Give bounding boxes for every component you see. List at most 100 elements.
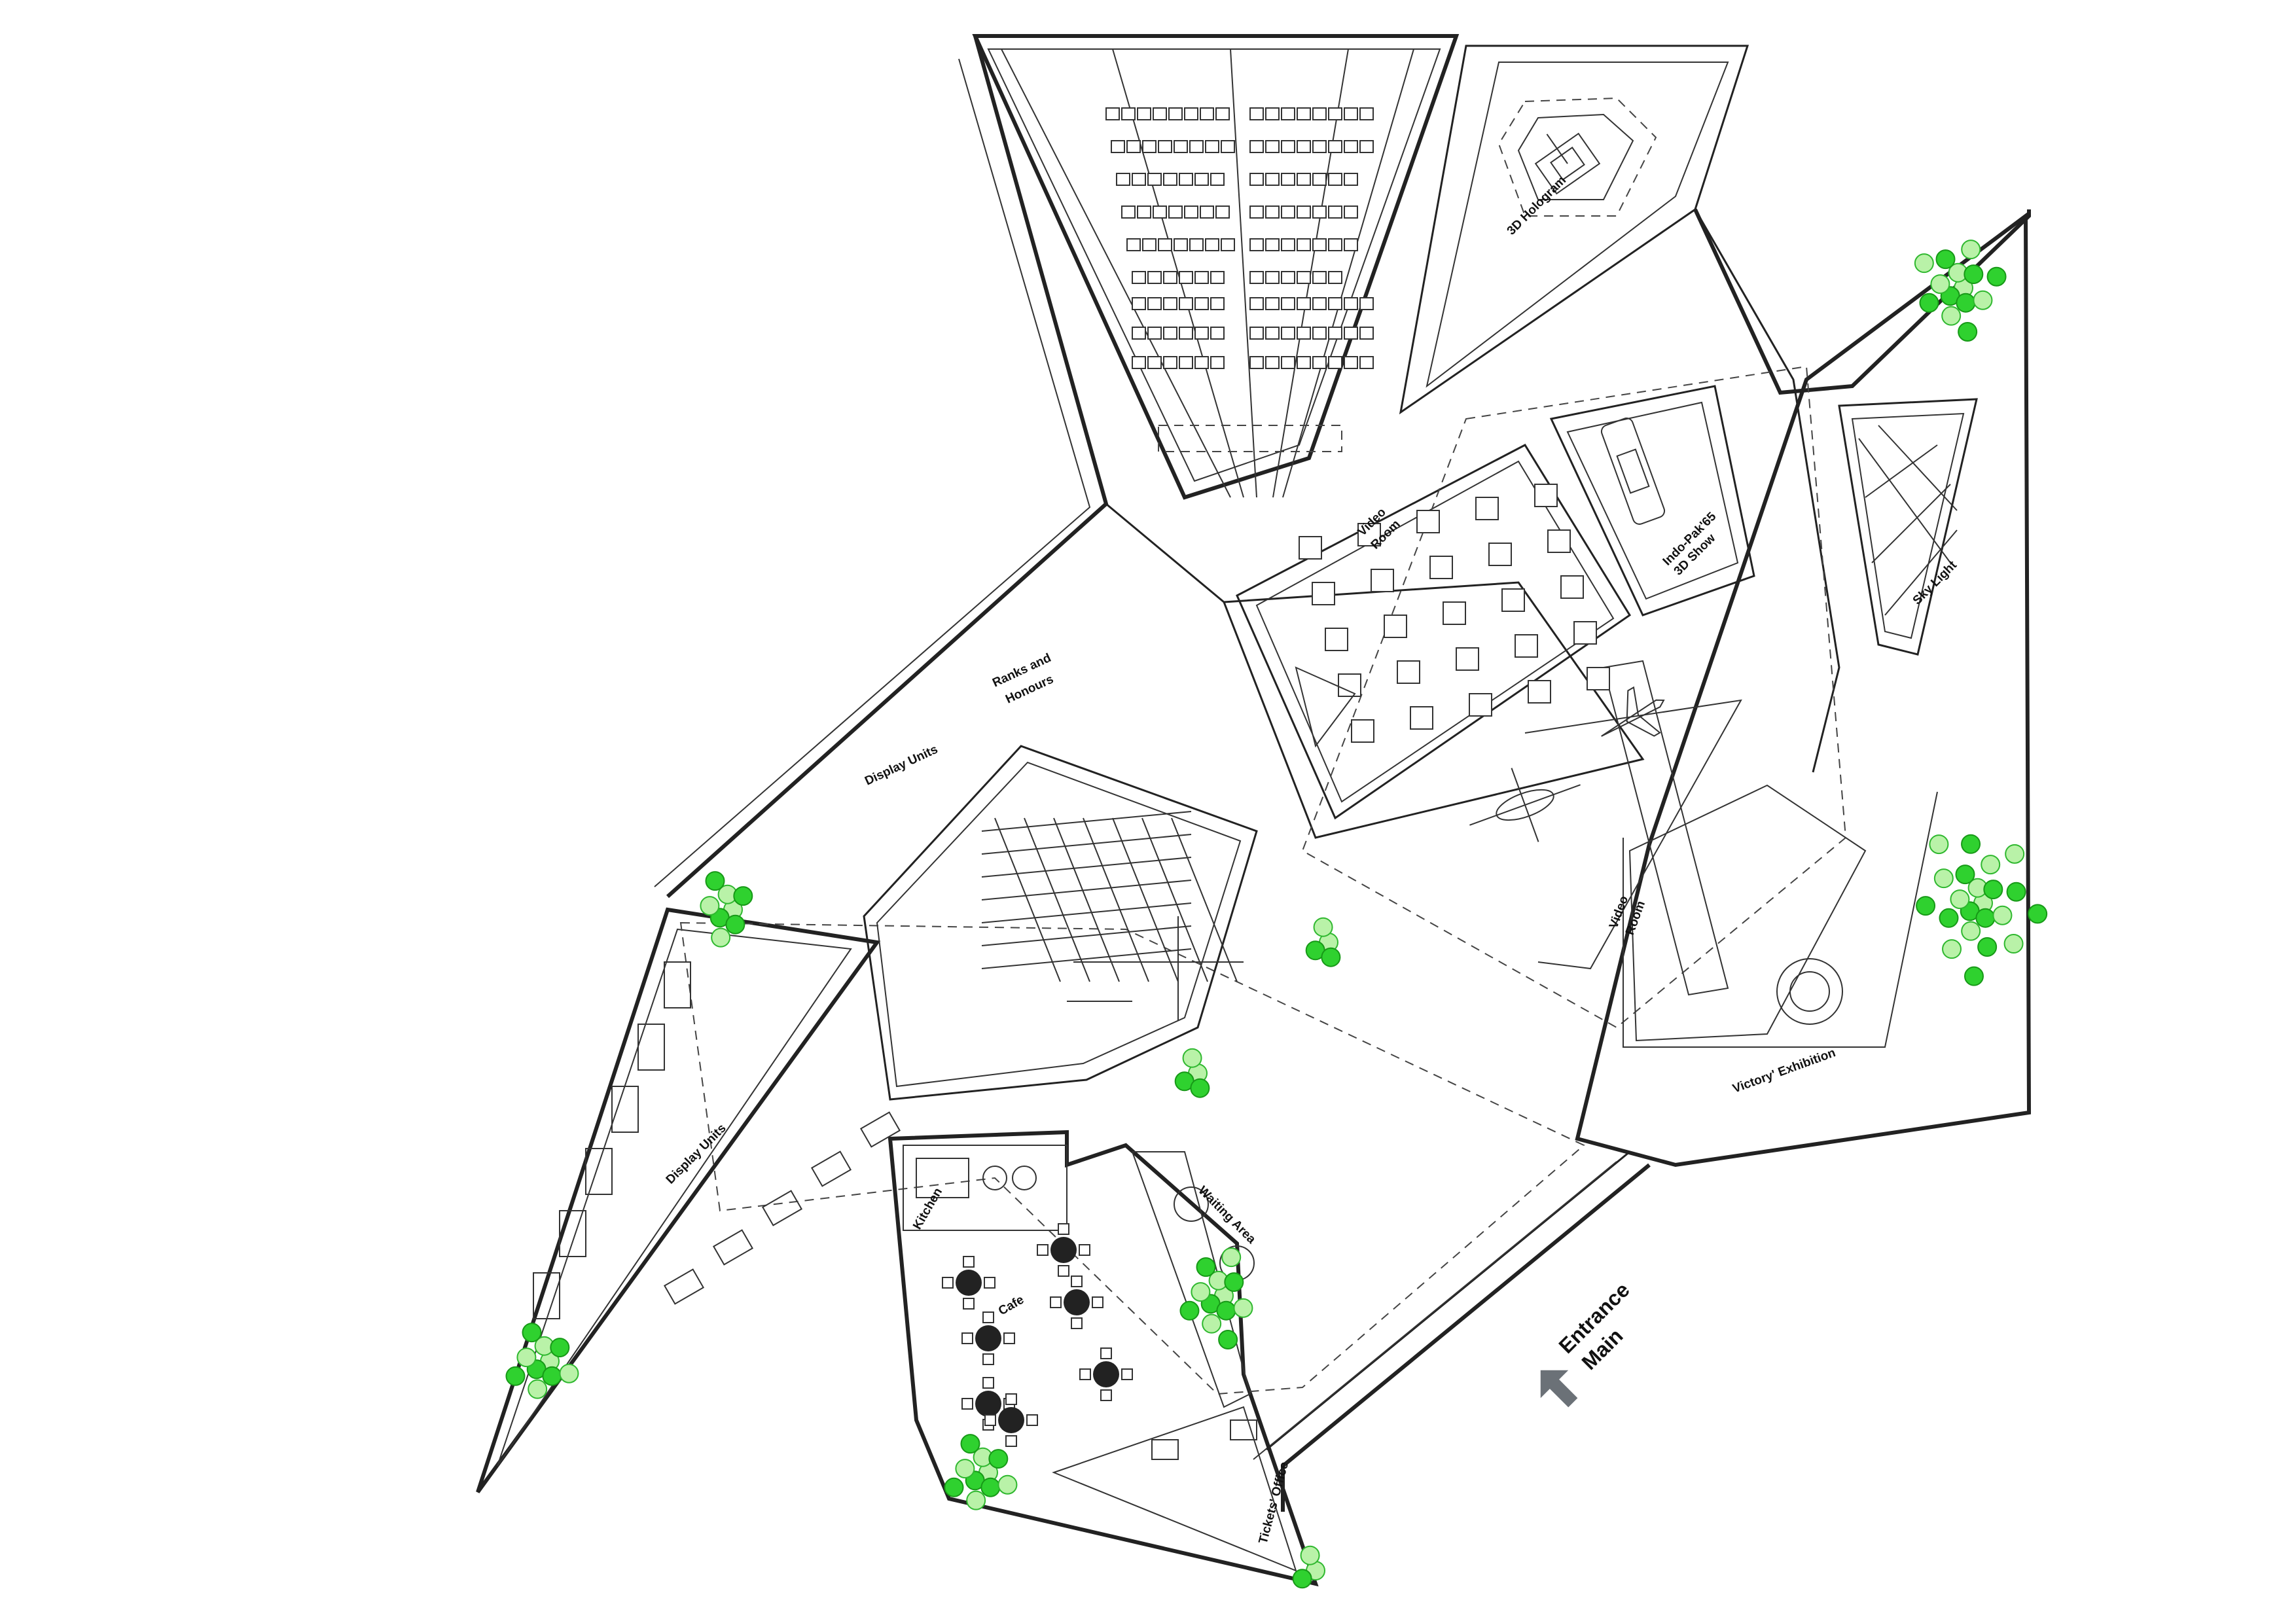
toilet-block-grid: [981, 811, 1238, 982]
seat: [1210, 356, 1225, 369]
seat: [1281, 140, 1295, 153]
seat: [1312, 297, 1327, 310]
tank-model-victory: [1776, 958, 1843, 1025]
plant-symbol: [1218, 1329, 1238, 1349]
plant-symbol: [1202, 1313, 1222, 1334]
plant-symbol: [1961, 834, 1981, 854]
seat: [1184, 107, 1198, 120]
cafe-chair: [963, 1298, 975, 1310]
cafe-chair: [1071, 1275, 1083, 1287]
seat: [1179, 271, 1193, 284]
plant-symbol: [711, 927, 731, 948]
plant-symbol: [1981, 855, 2001, 875]
cafe-table: [1093, 1361, 1119, 1387]
seat: [1328, 238, 1342, 251]
plant-symbol: [1986, 266, 2007, 287]
cafe-chair: [1121, 1368, 1133, 1380]
cafe-chair: [982, 1311, 994, 1323]
cafe-chair: [982, 1353, 994, 1365]
plant-symbol: [1179, 1300, 1200, 1321]
seat: [1328, 140, 1342, 153]
plant-symbol: [2003, 934, 2024, 954]
video-seat: [1587, 667, 1610, 690]
seat: [1249, 327, 1264, 340]
seat: [1297, 356, 1311, 369]
seat: [1121, 205, 1136, 219]
plant-symbol: [1961, 921, 1981, 941]
seat: [1126, 238, 1141, 251]
grid-line: [1053, 817, 1120, 982]
cafe-table: [956, 1270, 982, 1296]
seat: [1312, 327, 1327, 340]
seat: [1344, 107, 1358, 120]
seat: [1265, 173, 1280, 186]
plant-symbol: [725, 914, 745, 935]
seat: [1215, 205, 1230, 219]
plant-symbol: [1929, 834, 1949, 855]
cafe-table: [1050, 1237, 1077, 1263]
seat: [1132, 356, 1146, 369]
cafe-chair: [1100, 1389, 1112, 1401]
plant-symbol: [960, 1434, 980, 1454]
seat: [1184, 205, 1198, 219]
video-room-seating: [1299, 484, 1610, 743]
seat: [1265, 107, 1280, 120]
seat: [1147, 327, 1162, 340]
seat: [1249, 173, 1264, 186]
seat: [1163, 297, 1177, 310]
cafe-table: [1064, 1289, 1090, 1315]
seat: [1344, 238, 1358, 251]
plant-symbol: [542, 1366, 562, 1386]
display-unit: [663, 1268, 705, 1305]
plant-symbol: [1916, 896, 1936, 916]
video-seat: [1351, 719, 1374, 743]
grid-line: [1141, 817, 1208, 982]
display-unit: [559, 1210, 586, 1257]
grid-line: [1171, 817, 1238, 982]
seat: [1281, 271, 1295, 284]
seat: [1344, 297, 1358, 310]
plant-symbol: [700, 896, 720, 916]
seat: [1116, 173, 1130, 186]
video-seat: [1299, 536, 1322, 560]
kitchen: [903, 1145, 1067, 1231]
seat: [1132, 297, 1146, 310]
outer-walls: [476, 35, 2032, 1587]
plant-symbol: [955, 1459, 975, 1479]
video-seat: [1528, 680, 1551, 704]
seat: [1328, 271, 1342, 284]
plant-symbol: [1224, 1272, 1244, 1293]
seat: [1194, 271, 1209, 284]
cafe-chair: [1071, 1317, 1083, 1329]
plant-symbol: [1939, 908, 1959, 928]
plant-symbol: [1321, 947, 1341, 967]
seat: [1344, 327, 1358, 340]
cafe-table: [975, 1391, 1001, 1417]
seat: [1111, 140, 1125, 153]
auditorium-seating: [1105, 107, 1374, 369]
grid-line: [981, 811, 1192, 832]
seat: [1312, 205, 1327, 219]
plant-symbol: [1300, 1545, 1320, 1565]
plant-symbol: [1933, 868, 1954, 889]
cafe-chair: [1026, 1414, 1038, 1426]
room-labels: Video Room Indo-Pak'65 3D Show Sky Light…: [664, 505, 1960, 1545]
seat: [1132, 327, 1146, 340]
cafe-chair: [961, 1332, 973, 1344]
video-seat: [1560, 575, 1584, 599]
cafe-chair: [1005, 1393, 1017, 1405]
video-seat: [1469, 693, 1492, 717]
cafe-chair: [963, 1256, 975, 1268]
seat: [1328, 356, 1342, 369]
cafe-chair: [1079, 1368, 1091, 1380]
seat: [1359, 327, 1374, 340]
video-seat: [1325, 628, 1348, 651]
seat: [1189, 238, 1204, 251]
video-seat: [1443, 601, 1466, 625]
cafe-chair: [1100, 1347, 1112, 1359]
plant-symbol: [1958, 321, 1978, 342]
plant-symbol: [559, 1363, 579, 1383]
seat: [1147, 297, 1162, 310]
seat: [1297, 107, 1311, 120]
seat: [1312, 140, 1327, 153]
